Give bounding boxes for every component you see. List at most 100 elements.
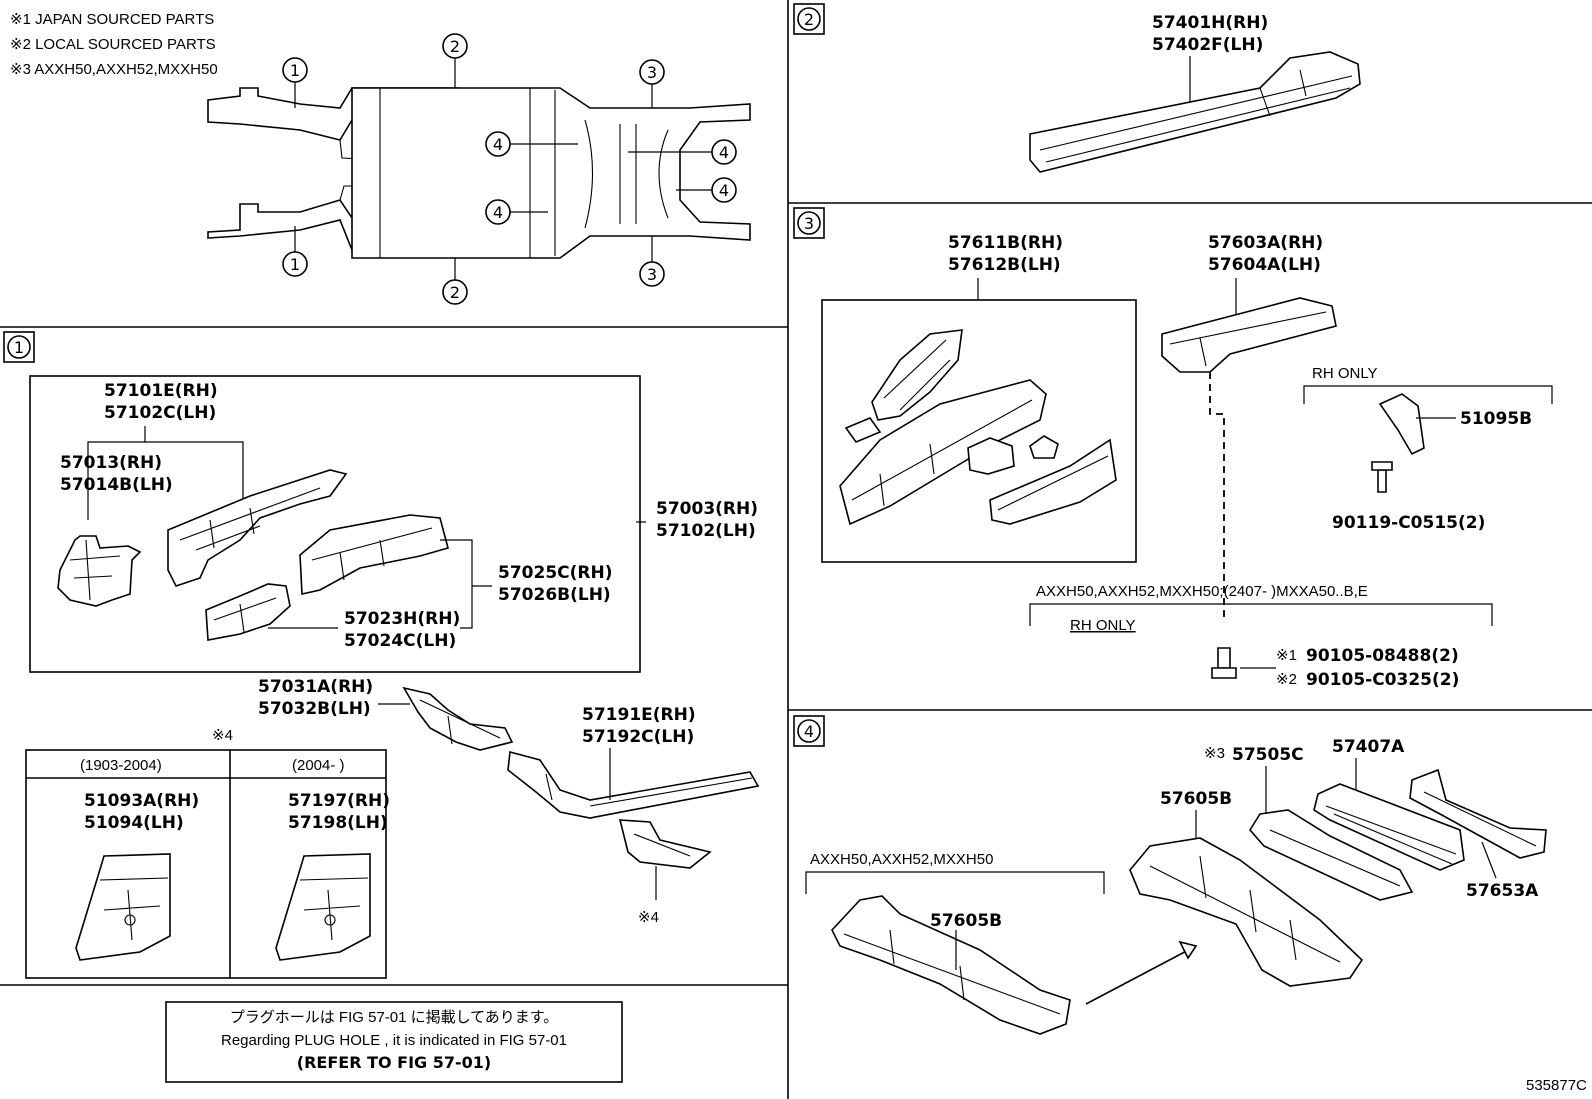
part-57653A-drawing xyxy=(1409,768,1547,859)
section-3-group: 57611B(RH) 57612B(LH) 57603A(RH) 57604A(… xyxy=(821,233,1553,690)
box-b-header: (2004- ) xyxy=(292,757,345,774)
part-51093A: 51093A(RH) xyxy=(84,791,199,811)
callout-2-bottom: 2 xyxy=(442,279,468,305)
callout-1-top: 1 xyxy=(282,57,308,83)
part-57605B-variant: 57605B xyxy=(930,911,1002,931)
svg-text:4: 4 xyxy=(493,135,503,154)
callout-4-right-top: 4 xyxy=(711,139,737,165)
part-57611B: 57611B(RH) xyxy=(948,233,1063,253)
section-marker-3: 3 xyxy=(793,207,825,239)
part-90105-C0325: 90105-C0325(2) xyxy=(1306,670,1459,690)
note-mark-1: ※1 xyxy=(1276,647,1297,664)
plug-hole-notice: プラグホールは FIG 57-01 に掲載してあります。 Regarding P… xyxy=(165,1001,623,1083)
section-marker-2: 2 xyxy=(793,3,825,35)
part-57603A-drawing xyxy=(1161,297,1337,373)
part-57402F: 57402F(LH) xyxy=(1152,35,1263,55)
note-models: ※3 AXXH50,AXXH52,MXXH50 xyxy=(10,61,218,78)
frame-overview-drawing xyxy=(207,58,751,280)
part-57197-drawing xyxy=(275,853,371,961)
callout-4-left-top: 4 xyxy=(485,131,511,157)
bolt-90105-drawing xyxy=(1217,647,1231,669)
part-57023H-drawing xyxy=(205,583,291,641)
svg-text:3: 3 xyxy=(647,63,657,82)
part-57025C-drawing xyxy=(299,514,449,595)
part-57013-drawing xyxy=(57,535,142,607)
rh-only-label-1: RH ONLY xyxy=(1312,365,1378,382)
part-57611B-main-drawing xyxy=(839,379,1047,526)
note-local-sourced: ※2 LOCAL SOURCED PARTS xyxy=(10,36,216,53)
part-57102: 57102(LH) xyxy=(656,521,756,541)
svg-text:2: 2 xyxy=(450,283,460,302)
part-51095B-drawing xyxy=(1378,393,1425,456)
figure-id: 535877C xyxy=(1526,1077,1587,1094)
part-57192C: 57192C(LH) xyxy=(582,727,694,747)
part-57032B: 57032B(LH) xyxy=(258,699,371,719)
part-57003: 57003(RH) xyxy=(656,499,758,519)
svg-text:4: 4 xyxy=(719,143,729,162)
part-57197: 57197(RH) xyxy=(288,791,390,811)
part-57031A-drawing xyxy=(402,686,514,751)
part-57101E-drawing xyxy=(167,469,348,587)
part-57101E: 57101E(RH) xyxy=(104,381,218,401)
svg-text:1: 1 xyxy=(14,338,24,357)
arrow-line xyxy=(1085,945,1197,1005)
part-57031A: 57031A(RH) xyxy=(258,677,373,697)
note-mark-2: ※2 xyxy=(1276,671,1297,688)
part-57191E: 57191E(RH) xyxy=(582,705,696,725)
part-57025C: 57025C(RH) xyxy=(498,563,612,583)
notice-line-jp: プラグホールは FIG 57-01 に掲載してあります。 xyxy=(230,1009,558,1026)
callout-1-bottom: 1 xyxy=(282,251,308,277)
part-57102C: 57102C(LH) xyxy=(104,403,216,423)
svg-text:3: 3 xyxy=(647,265,657,284)
note-mark-3: ※3 xyxy=(1204,745,1225,762)
legend-notes: ※1 JAPAN SOURCED PARTS ※2 LOCAL SOURCED … xyxy=(10,11,218,78)
section-4-group: ※3 57505C 57407A 57605B 57653A AXXH50,AX… xyxy=(805,737,1547,1035)
section-1-group: 57101E(RH) 57102C(LH) 57013(RH) 57014B(L… xyxy=(25,375,760,979)
part-57505C: 57505C xyxy=(1232,745,1304,765)
part-plate-note4-drawing xyxy=(618,819,712,869)
svg-text:1: 1 xyxy=(290,255,300,274)
notice-line-ref: (REFER TO FIG 57-01) xyxy=(297,1053,491,1072)
applicability-section4: AXXH50,AXXH52,MXXH50 xyxy=(810,851,993,868)
section-marker-1: 1 xyxy=(3,331,35,363)
part-51095B: 51095B xyxy=(1460,409,1532,429)
svg-text:1: 1 xyxy=(290,61,300,80)
svg-text:4: 4 xyxy=(719,181,729,200)
part-57604A: 57604A(LH) xyxy=(1208,255,1321,275)
part-57013: 57013(RH) xyxy=(60,453,162,473)
part-57612B-apron-drawing xyxy=(989,438,1117,525)
part-57023H: 57023H(RH) xyxy=(344,609,460,629)
box-a-header: (1903-2004) xyxy=(80,757,162,774)
rh-only-label-2: RH ONLY xyxy=(1070,617,1136,634)
notice-line-en: Regarding PLUG HOLE , it is indicated in… xyxy=(221,1032,567,1049)
part-90119-C0515: 90119-C0515(2) xyxy=(1332,513,1485,533)
svg-text:4: 4 xyxy=(804,722,814,741)
svg-text:2: 2 xyxy=(804,10,814,29)
overview-callouts: 1 1 2 2 3 3 4 4 4 4 xyxy=(282,33,737,305)
arrow-head xyxy=(1178,940,1198,960)
part-57603A: 57603A(RH) xyxy=(1208,233,1323,253)
part-57401H: 57401H(RH) xyxy=(1152,13,1268,33)
part-57407A-drawing xyxy=(1313,783,1465,871)
part-57401H-drawing xyxy=(1029,51,1361,173)
part-57024C: 57024C(LH) xyxy=(344,631,456,651)
applicability-section3: AXXH50,AXXH52,MXXH50;(2407- )MXXA50..B,E xyxy=(1036,583,1368,600)
callout-4-right-bottom: 4 xyxy=(711,177,737,203)
section-2-group: 57401H(RH) 57402F(LH) xyxy=(1029,13,1361,173)
part-57653A: 57653A xyxy=(1466,881,1539,901)
callout-2-top: 2 xyxy=(442,33,468,59)
part-57612B: 57612B(LH) xyxy=(948,255,1061,275)
part-90105-08488: 90105-08488(2) xyxy=(1306,646,1459,666)
part-57611B-upper-drawing xyxy=(871,329,963,421)
note-4-header: ※4 xyxy=(212,727,233,744)
part-57014B: 57014B(LH) xyxy=(60,475,173,495)
callout-3-bottom: 3 xyxy=(639,261,665,287)
callout-4-left-bottom: 4 xyxy=(485,199,511,225)
part-57198: 57198(LH) xyxy=(288,813,388,833)
part-57605B-variant-drawing xyxy=(831,895,1071,1035)
part-57407A: 57407A xyxy=(1332,737,1405,757)
part-57605B-main-drawing xyxy=(1129,837,1364,987)
part-51094: 51094(LH) xyxy=(84,813,184,833)
svg-text:2: 2 xyxy=(450,37,460,56)
